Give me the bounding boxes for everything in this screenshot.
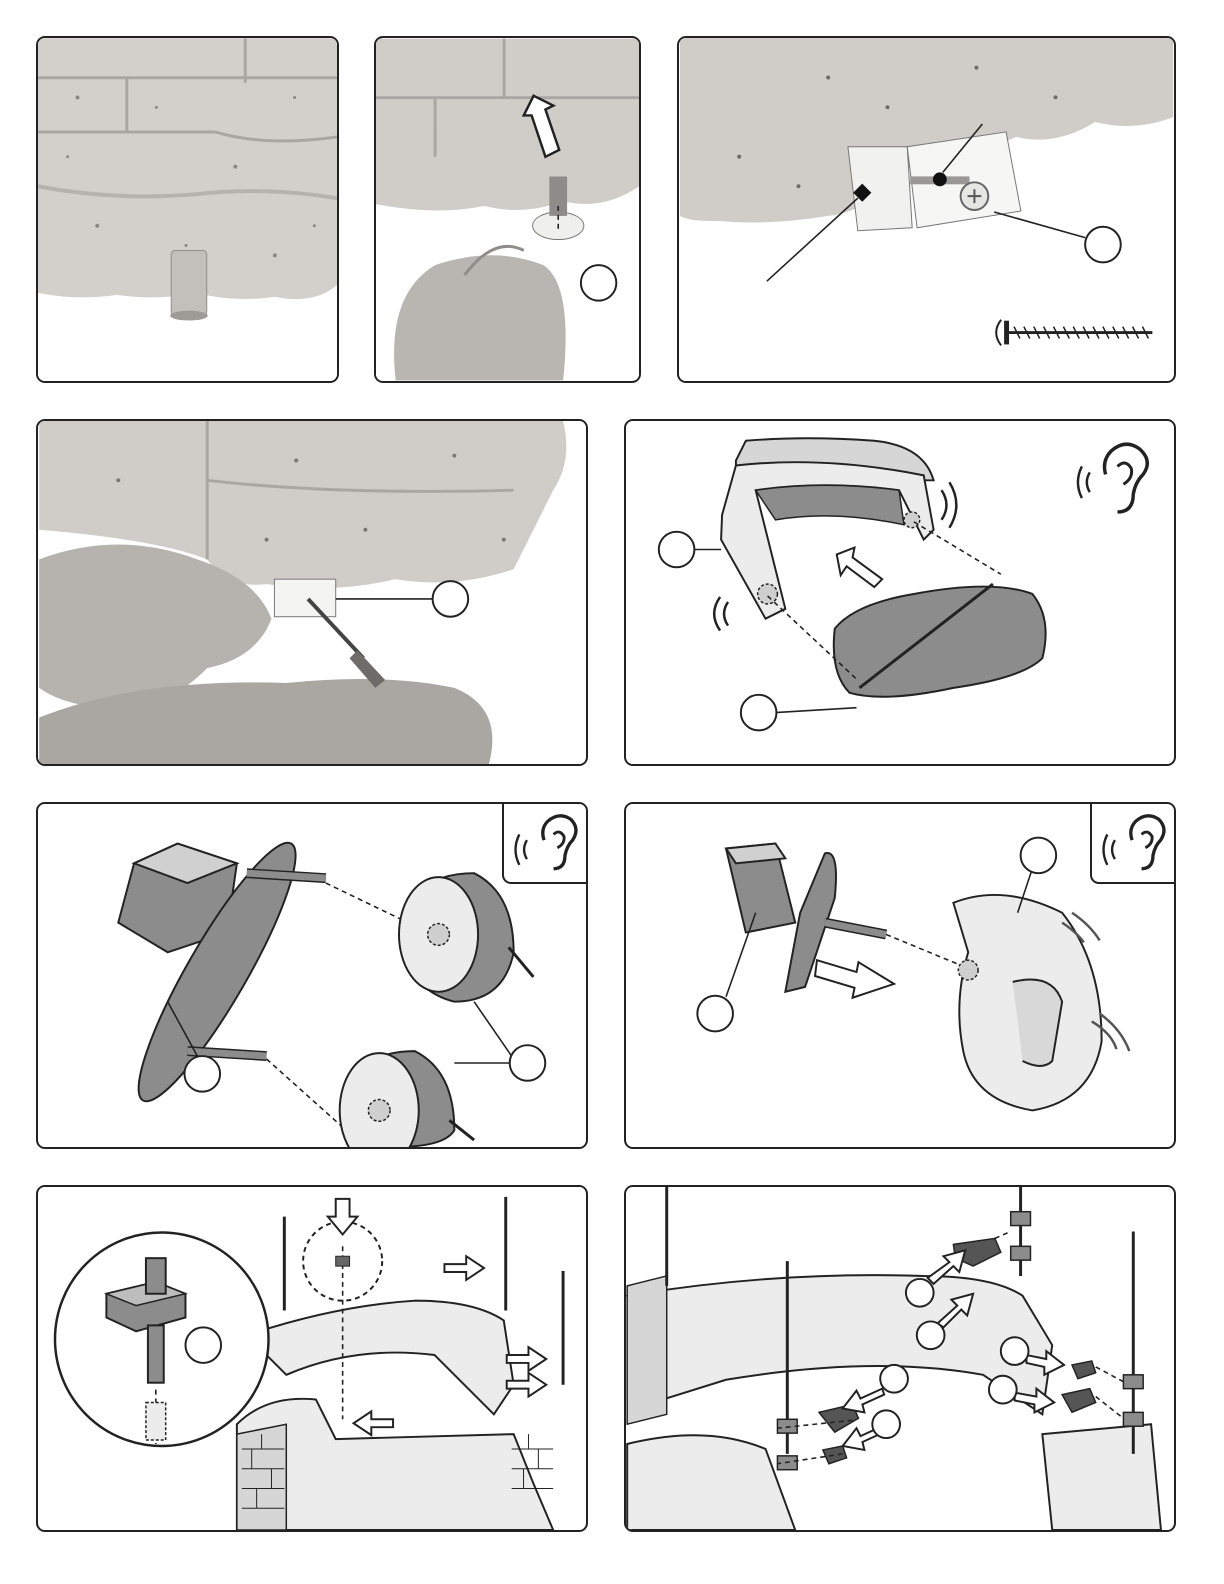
step-panel-b [374, 36, 641, 383]
ear-icon [1092, 804, 1174, 882]
drawing-seat-clip [626, 421, 1174, 764]
part-callout-circle [1085, 227, 1121, 263]
drawing-frame-clips [626, 1187, 1174, 1530]
sound-cue-box [502, 802, 588, 884]
photo-bracket-screw [679, 38, 1174, 381]
part-callout-circle [433, 581, 469, 617]
step-panel-a [36, 36, 339, 383]
part-callout-circle [917, 1321, 945, 1349]
part-callout-circle [185, 1327, 221, 1363]
part-callout-circle [581, 265, 616, 300]
step-panel-c [677, 36, 1176, 383]
dot-marker-icon [933, 172, 947, 186]
drawing-frame-posts [38, 1187, 586, 1530]
part-callout-circle [697, 996, 733, 1032]
part-callout-circle [659, 532, 695, 568]
part-callout-circle [880, 1365, 908, 1393]
ear-icon [504, 804, 586, 882]
part-callout-circle [989, 1376, 1017, 1404]
step-panel-f [36, 802, 588, 1149]
step-panel-e [624, 419, 1176, 766]
part-callout-circle [1021, 838, 1057, 874]
photo-rock-base [38, 38, 337, 381]
step-panel-d [36, 419, 588, 766]
part-callout-circle [872, 1410, 900, 1438]
part-callout-circle [906, 1279, 934, 1307]
magnifier-icon [55, 1232, 269, 1446]
step-panel-h [36, 1185, 588, 1532]
part-callout-circle [510, 1045, 546, 1081]
photo-insert-peg [376, 38, 639, 381]
part-callout-circle [184, 1056, 220, 1092]
part-callout-circle [1001, 1337, 1029, 1365]
step-panel-i [624, 1185, 1176, 1532]
part-callout-circle [741, 695, 777, 731]
sound-cue-box [1090, 802, 1176, 884]
photo-screwdriver [38, 421, 586, 764]
step-panel-g [624, 802, 1176, 1149]
